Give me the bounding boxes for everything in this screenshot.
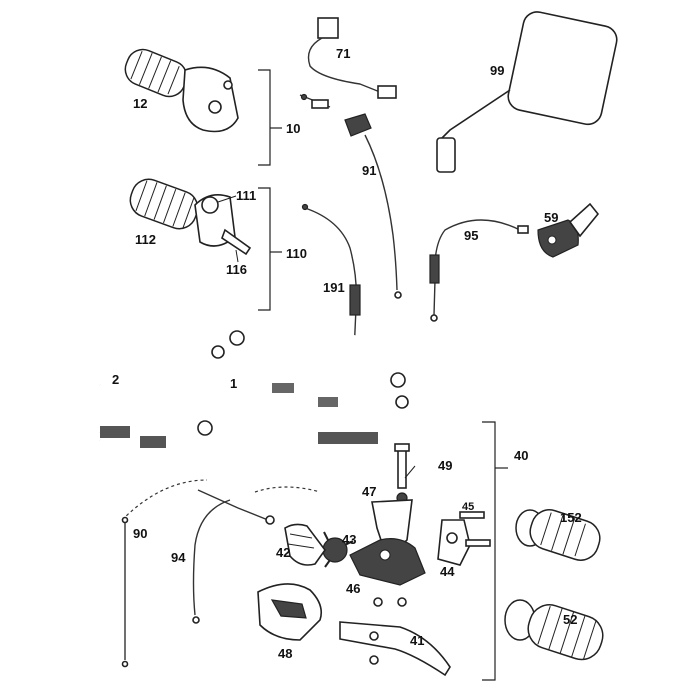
label-90: 90 — [133, 526, 147, 541]
label-99: 99 — [490, 63, 504, 78]
cover-48 — [257, 583, 323, 641]
choke-59 — [537, 202, 600, 258]
label-10: 10 — [286, 121, 300, 136]
cable-95 — [429, 219, 529, 322]
label-48: 48 — [278, 646, 292, 661]
label-111: 111 — [236, 188, 256, 203]
throttle-grip-112 — [129, 178, 252, 256]
label-44: 44 — [440, 564, 455, 579]
label-152: 152 — [560, 510, 582, 525]
perch-body-46 — [349, 538, 426, 607]
label-47: 47 — [362, 484, 376, 499]
grip-152 — [515, 509, 601, 561]
clamp-44 — [437, 519, 471, 566]
handlebar-2 — [99, 382, 381, 454]
handlebar-1 — [136, 281, 564, 417]
lever-41 — [339, 621, 451, 677]
adjuster-43 — [322, 531, 354, 568]
bracket-10 — [258, 69, 271, 166]
kill-switch-71 — [307, 17, 397, 99]
label-45: 45 — [462, 501, 474, 513]
label-46: 46 — [346, 581, 360, 596]
grip-52 — [504, 599, 604, 661]
cable-90 — [121, 479, 208, 668]
screws-45 — [459, 511, 491, 547]
leader-lines — [217, 195, 416, 479]
label-91: 91 — [362, 163, 376, 178]
label-95: 95 — [464, 228, 478, 243]
label-42: 42 — [276, 545, 290, 560]
label-1: 1 — [230, 376, 237, 391]
boot-42 — [284, 523, 326, 566]
label-110: 110 — [286, 246, 307, 261]
label-191: 191 — [323, 280, 345, 295]
label-2: 2 — [112, 372, 119, 387]
label-116: 116 — [226, 262, 247, 277]
label-12: 12 — [133, 96, 147, 111]
label-59: 59 — [544, 210, 558, 225]
label-43: 43 — [342, 532, 356, 547]
label-94: 94 — [171, 550, 186, 565]
bracket-40 — [482, 421, 496, 681]
label-40: 40 — [514, 448, 528, 463]
label-49: 49 — [438, 458, 452, 473]
label-41: 41 — [410, 633, 424, 648]
throttle-grip-12 — [124, 48, 239, 133]
label-52: 52 — [563, 612, 577, 627]
bracket-110 — [258, 187, 271, 311]
label-112: 112 — [135, 232, 156, 247]
label-71: 71 — [336, 46, 350, 61]
cable-94 — [192, 486, 321, 624]
bolt-49 — [394, 443, 410, 504]
mirror-99 — [436, 11, 618, 173]
throttle-cable-91 — [299, 93, 402, 299]
